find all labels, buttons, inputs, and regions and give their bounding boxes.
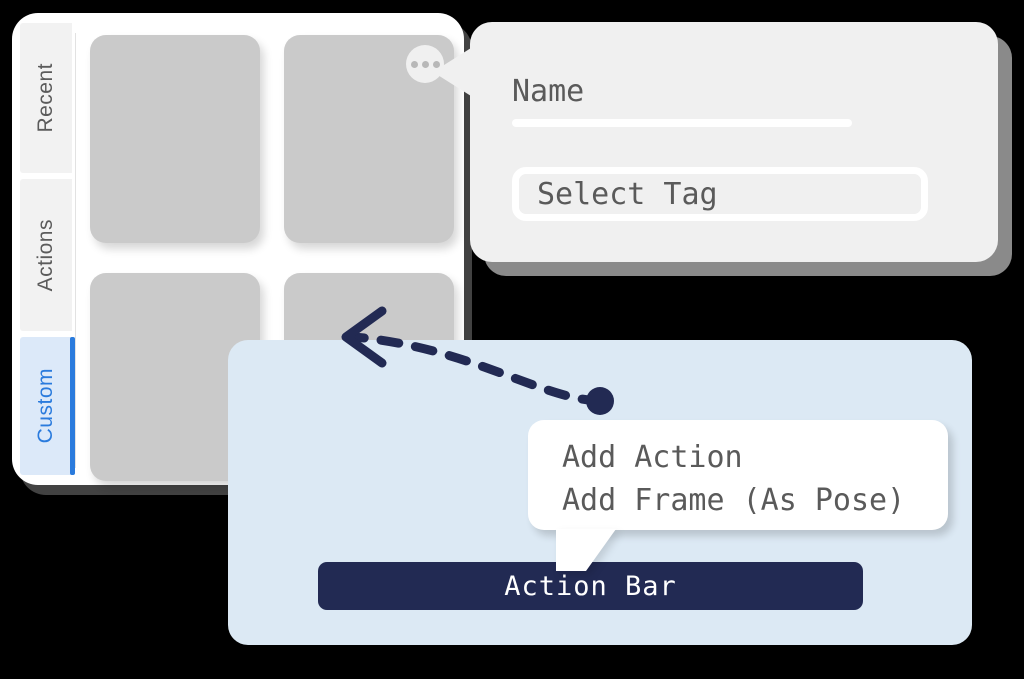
menu-item-add-frame[interactable]: Add Frame (As Pose)	[562, 483, 906, 518]
grid-card[interactable]	[284, 35, 454, 243]
tag-select-value: Select Tag	[537, 176, 718, 212]
sidebar-tab-rail: Recent Actions Custom	[20, 23, 75, 475]
sidebar-divider	[75, 33, 76, 468]
popup-pointer-tail	[433, 48, 471, 96]
sidebar-tab-recent-label: Recent	[34, 63, 57, 133]
context-menu-items: Add Action Add Frame (As Pose)	[528, 420, 948, 522]
name-field-label: Name	[512, 74, 585, 109]
annotation-arrow	[341, 306, 614, 415]
name-input[interactable]	[512, 119, 852, 127]
name-field-group: Name	[512, 74, 907, 127]
sidebar-tab-custom[interactable]: Custom	[20, 337, 75, 475]
tag-select[interactable]: Select Tag	[512, 167, 928, 221]
context-menu: Add Action Add Frame (As Pose)	[528, 420, 948, 571]
arrow-head	[341, 306, 387, 368]
menu-item-add-action[interactable]: Add Action	[562, 440, 743, 475]
sidebar-tab-custom-label: Custom	[34, 368, 57, 444]
context-menu-pointer-tail	[556, 529, 616, 571]
arrow-dashed-path	[349, 332, 605, 406]
detail-popup: Name Select Tag	[433, 22, 998, 262]
dot	[410, 60, 418, 68]
sidebar-tab-recent[interactable]: Recent	[20, 23, 72, 173]
sidebar-tab-actions[interactable]: Actions	[20, 179, 72, 331]
action-bar-label: Action Bar	[504, 570, 677, 602]
dot	[421, 60, 429, 68]
arrow-origin-dot	[586, 387, 614, 415]
sidebar-tab-actions-label: Actions	[34, 218, 57, 292]
grid-card[interactable]	[90, 35, 260, 243]
main-window: Recent Actions Custom	[12, 13, 464, 485]
